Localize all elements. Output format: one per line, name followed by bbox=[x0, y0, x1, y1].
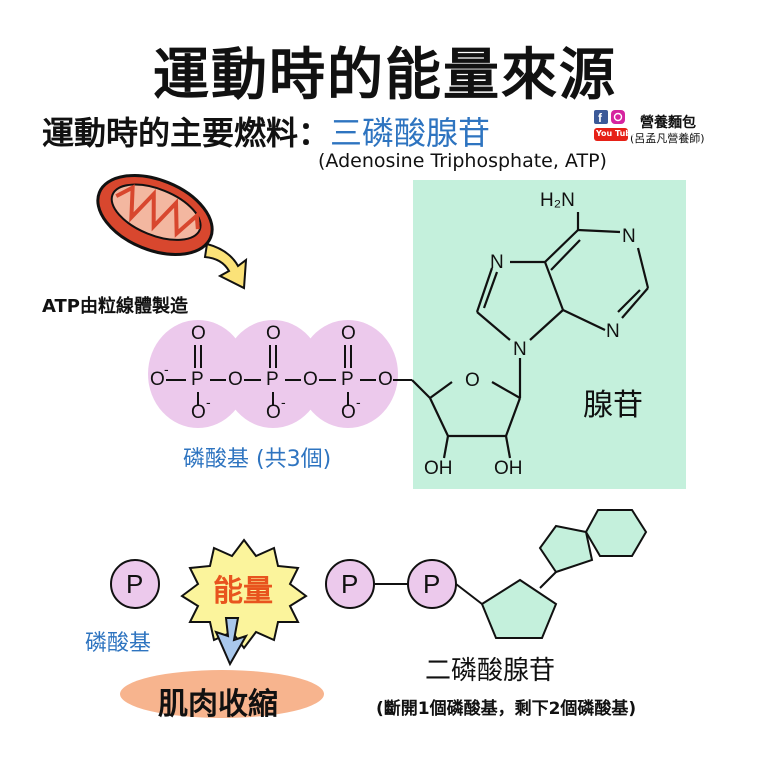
atom-o-bottom-1: O bbox=[191, 402, 206, 423]
atom-o-bottom-3: O bbox=[341, 402, 356, 423]
phosphate-oval-3 bbox=[298, 320, 398, 428]
subtitle-prefix: 運動時的主要燃料： bbox=[42, 114, 331, 152]
charge-neg-2: - bbox=[281, 394, 286, 410]
atom-oh-left: OH bbox=[424, 458, 453, 479]
phosphate-oval-2 bbox=[223, 320, 323, 428]
atom-amine: H₂N bbox=[540, 190, 575, 211]
youtube-icon bbox=[594, 128, 628, 141]
charge-neg-1: - bbox=[206, 394, 211, 410]
adp-note: (斷開1個磷酸基，剩下2個磷酸基) bbox=[376, 699, 637, 719]
adenosine-label: 腺苷 bbox=[583, 388, 643, 423]
mitochondria-caption: ATP由粒線體製造 bbox=[42, 296, 189, 317]
adp-phosphate-circle-1 bbox=[325, 559, 375, 609]
atom-n-7: N bbox=[490, 252, 504, 273]
released-phosphate-circle bbox=[110, 559, 160, 609]
atom-o-bridge-3: O bbox=[378, 369, 393, 390]
atom-o-bridge-2: O bbox=[303, 369, 318, 390]
brand-subtitle: (呂孟凡營養師) bbox=[630, 132, 705, 145]
muscle-contraction-pill bbox=[120, 670, 324, 718]
svg-text:f: f bbox=[598, 111, 603, 125]
atp-full-name: (Adenosine Triphosphate, ATP) bbox=[318, 150, 607, 172]
energy-burst bbox=[180, 538, 308, 650]
atom-o-bottom-2: O bbox=[266, 402, 281, 423]
atom-o-ring: O bbox=[465, 370, 480, 391]
atom-n-3: N bbox=[606, 321, 620, 342]
adp-phosphate-symbol-2: P bbox=[423, 569, 441, 599]
phosphate-oval-1 bbox=[148, 320, 248, 428]
phosphate-group-caption: 磷酸基 (共3個) bbox=[183, 447, 332, 472]
adp-hexagon bbox=[584, 509, 648, 557]
energy-label: 能量 bbox=[213, 574, 273, 609]
adp-label: 二磷酸腺苷 bbox=[425, 656, 556, 686]
atom-o-top-3: O bbox=[341, 323, 356, 344]
atom-n-9: N bbox=[513, 339, 527, 360]
atom-o-top-1: O bbox=[191, 323, 206, 344]
adp-phosphate-symbol-1: P bbox=[341, 569, 359, 599]
mitochondria-icon bbox=[96, 174, 248, 290]
atom-p-2: P bbox=[266, 369, 279, 390]
charge-neg-3: - bbox=[356, 394, 361, 410]
brand-name: 營養麵包 bbox=[640, 115, 696, 131]
charge-neg-left: - bbox=[164, 361, 169, 377]
atom-o-top-2: O bbox=[266, 323, 281, 344]
subtitle: 運動時的主要燃料：三磷酸腺苷 bbox=[42, 108, 490, 154]
adp-small-pentagon bbox=[538, 524, 594, 574]
atom-oh-right: OH bbox=[494, 458, 523, 479]
muscle-contraction-label: 肌肉收縮 bbox=[158, 687, 278, 722]
facebook-icon bbox=[594, 110, 608, 124]
atom-p-1: P bbox=[191, 369, 204, 390]
released-phosphate-caption: 磷酸基 bbox=[85, 631, 152, 656]
atom-o-left: O bbox=[150, 369, 165, 390]
adp-phosphate-circle-2 bbox=[407, 559, 457, 609]
adp-pentagon bbox=[480, 578, 558, 639]
released-phosphate-symbol: P bbox=[126, 569, 144, 599]
atom-p-3: P bbox=[341, 369, 354, 390]
atom-n-1: N bbox=[622, 226, 636, 247]
down-arrow bbox=[214, 617, 249, 667]
youtube-label: You Tube bbox=[596, 129, 637, 138]
atom-o-bridge-1: O bbox=[228, 369, 243, 390]
instagram-icon bbox=[611, 110, 625, 124]
subtitle-highlight: 三磷酸腺苷 bbox=[330, 114, 491, 152]
page-title: 運動時的能量來源 bbox=[153, 43, 617, 108]
adenosine-highlight-box bbox=[413, 180, 686, 489]
phosphate-bonds bbox=[166, 345, 412, 406]
adenosine-skeleton bbox=[411, 212, 650, 459]
